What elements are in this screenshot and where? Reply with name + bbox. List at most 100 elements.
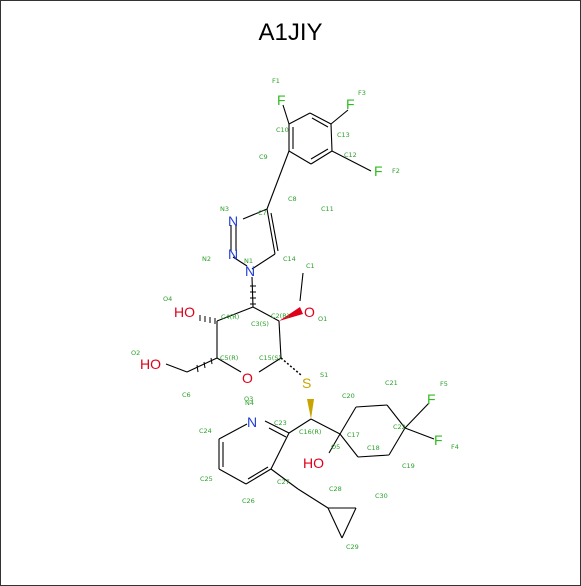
bond [251,253,276,270]
bond [339,406,357,435]
atom-F3: F [346,96,355,112]
atom-label: F2 [392,167,400,175]
atom-label: N1 [244,257,253,265]
atom-label: C13 [337,131,350,139]
hash-line [203,361,206,369]
atom-label: C30 [375,492,388,500]
atom-symbols: F F F N N N HO O HO O S N HO F F [140,92,443,471]
atom-O2: HO [140,356,161,372]
atom-label: C19 [402,462,415,470]
atom-label: C3(S) [251,320,269,328]
bond [386,404,406,429]
bond [310,148,329,160]
atom-label: O3 [244,395,253,403]
atom-N3: N [228,213,238,229]
bond [288,418,312,434]
bond [299,272,304,302]
bond [165,363,188,373]
bond [258,357,282,373]
bond [282,104,290,125]
atom-F1: F [277,92,286,108]
wedge-bond [307,399,314,419]
atom-label: C1 [306,262,315,270]
bond [404,402,430,429]
atom-label: C24 [199,427,212,435]
bond [270,212,279,252]
atom-F4: F [434,432,443,448]
bond [327,507,343,539]
atom-N4: N [247,414,257,430]
atom-label: C5(R) [220,354,238,362]
bond [297,488,329,509]
wedge-bond [279,307,303,321]
atom-label: C7 [258,209,267,217]
atom-S1: S [302,375,311,391]
bond [310,418,341,435]
atom-label: C11 [321,205,334,213]
atom-label: C4(R) [221,313,239,321]
bond [388,427,406,456]
atom-label: C29 [346,543,359,551]
atom-label: O4 [163,295,172,303]
atom-label: C15(S) [259,354,281,362]
bond [266,150,290,210]
bond [218,468,247,485]
atom-label: F4 [451,443,459,451]
bond [330,123,333,152]
atom-F5: F [427,391,436,407]
atom-label: C10 [276,126,289,134]
atom-index-labels: F1 F3 C10 C13 C9 C12 F2 C8 C11 N3 C7 N2 … [131,77,459,551]
atom-label: F1 [272,77,280,85]
bonds [165,104,435,539]
atom-label: C20 [342,392,355,400]
bond [218,423,248,440]
atom-label: C27 [277,478,290,486]
bond [216,306,254,322]
atom-O3: O [242,370,253,386]
atom-label: O1 [318,315,327,323]
bond [341,507,357,539]
bond [311,117,329,128]
bond [330,109,349,125]
bond [245,468,272,485]
atom-label: C12 [344,151,357,159]
atom-label: C18 [367,444,380,452]
bond [328,433,341,454]
atom-label: O5 [331,443,340,451]
atom-label: S1 [320,371,328,379]
atom-N2: N [228,246,238,262]
atom-label: N2 [202,255,211,263]
molecule-title: A1JIY [258,19,323,46]
atom-label: O2 [131,349,140,357]
atom-label: C16(R) [299,428,321,436]
atom-F2: F [374,163,383,179]
bond [280,357,302,376]
atom-label: C28 [329,485,342,493]
atom-label: C2(R) [271,312,289,320]
atom-label: C23 [274,419,287,427]
bond [242,208,268,220]
bond [309,112,332,125]
bond [216,357,242,373]
bond [270,432,290,470]
atom-label: N4 [245,399,254,407]
atom-label: C21 [385,379,398,387]
atom-label: C22 [393,423,406,431]
bond [331,150,372,172]
atom-label: C25 [200,475,213,483]
atom-label: F3 [358,89,366,97]
atom-label: C17 [347,431,360,439]
stereo-wedges [196,285,314,419]
bond [355,404,388,408]
bond [266,208,276,255]
atom-O4: HO [174,304,195,320]
bond [264,420,290,434]
bond [288,112,311,125]
atom-label: C8 [288,195,297,203]
atom-label: C6 [182,391,191,399]
bond [252,306,280,322]
hash-line [196,364,199,373]
bond [288,150,312,165]
